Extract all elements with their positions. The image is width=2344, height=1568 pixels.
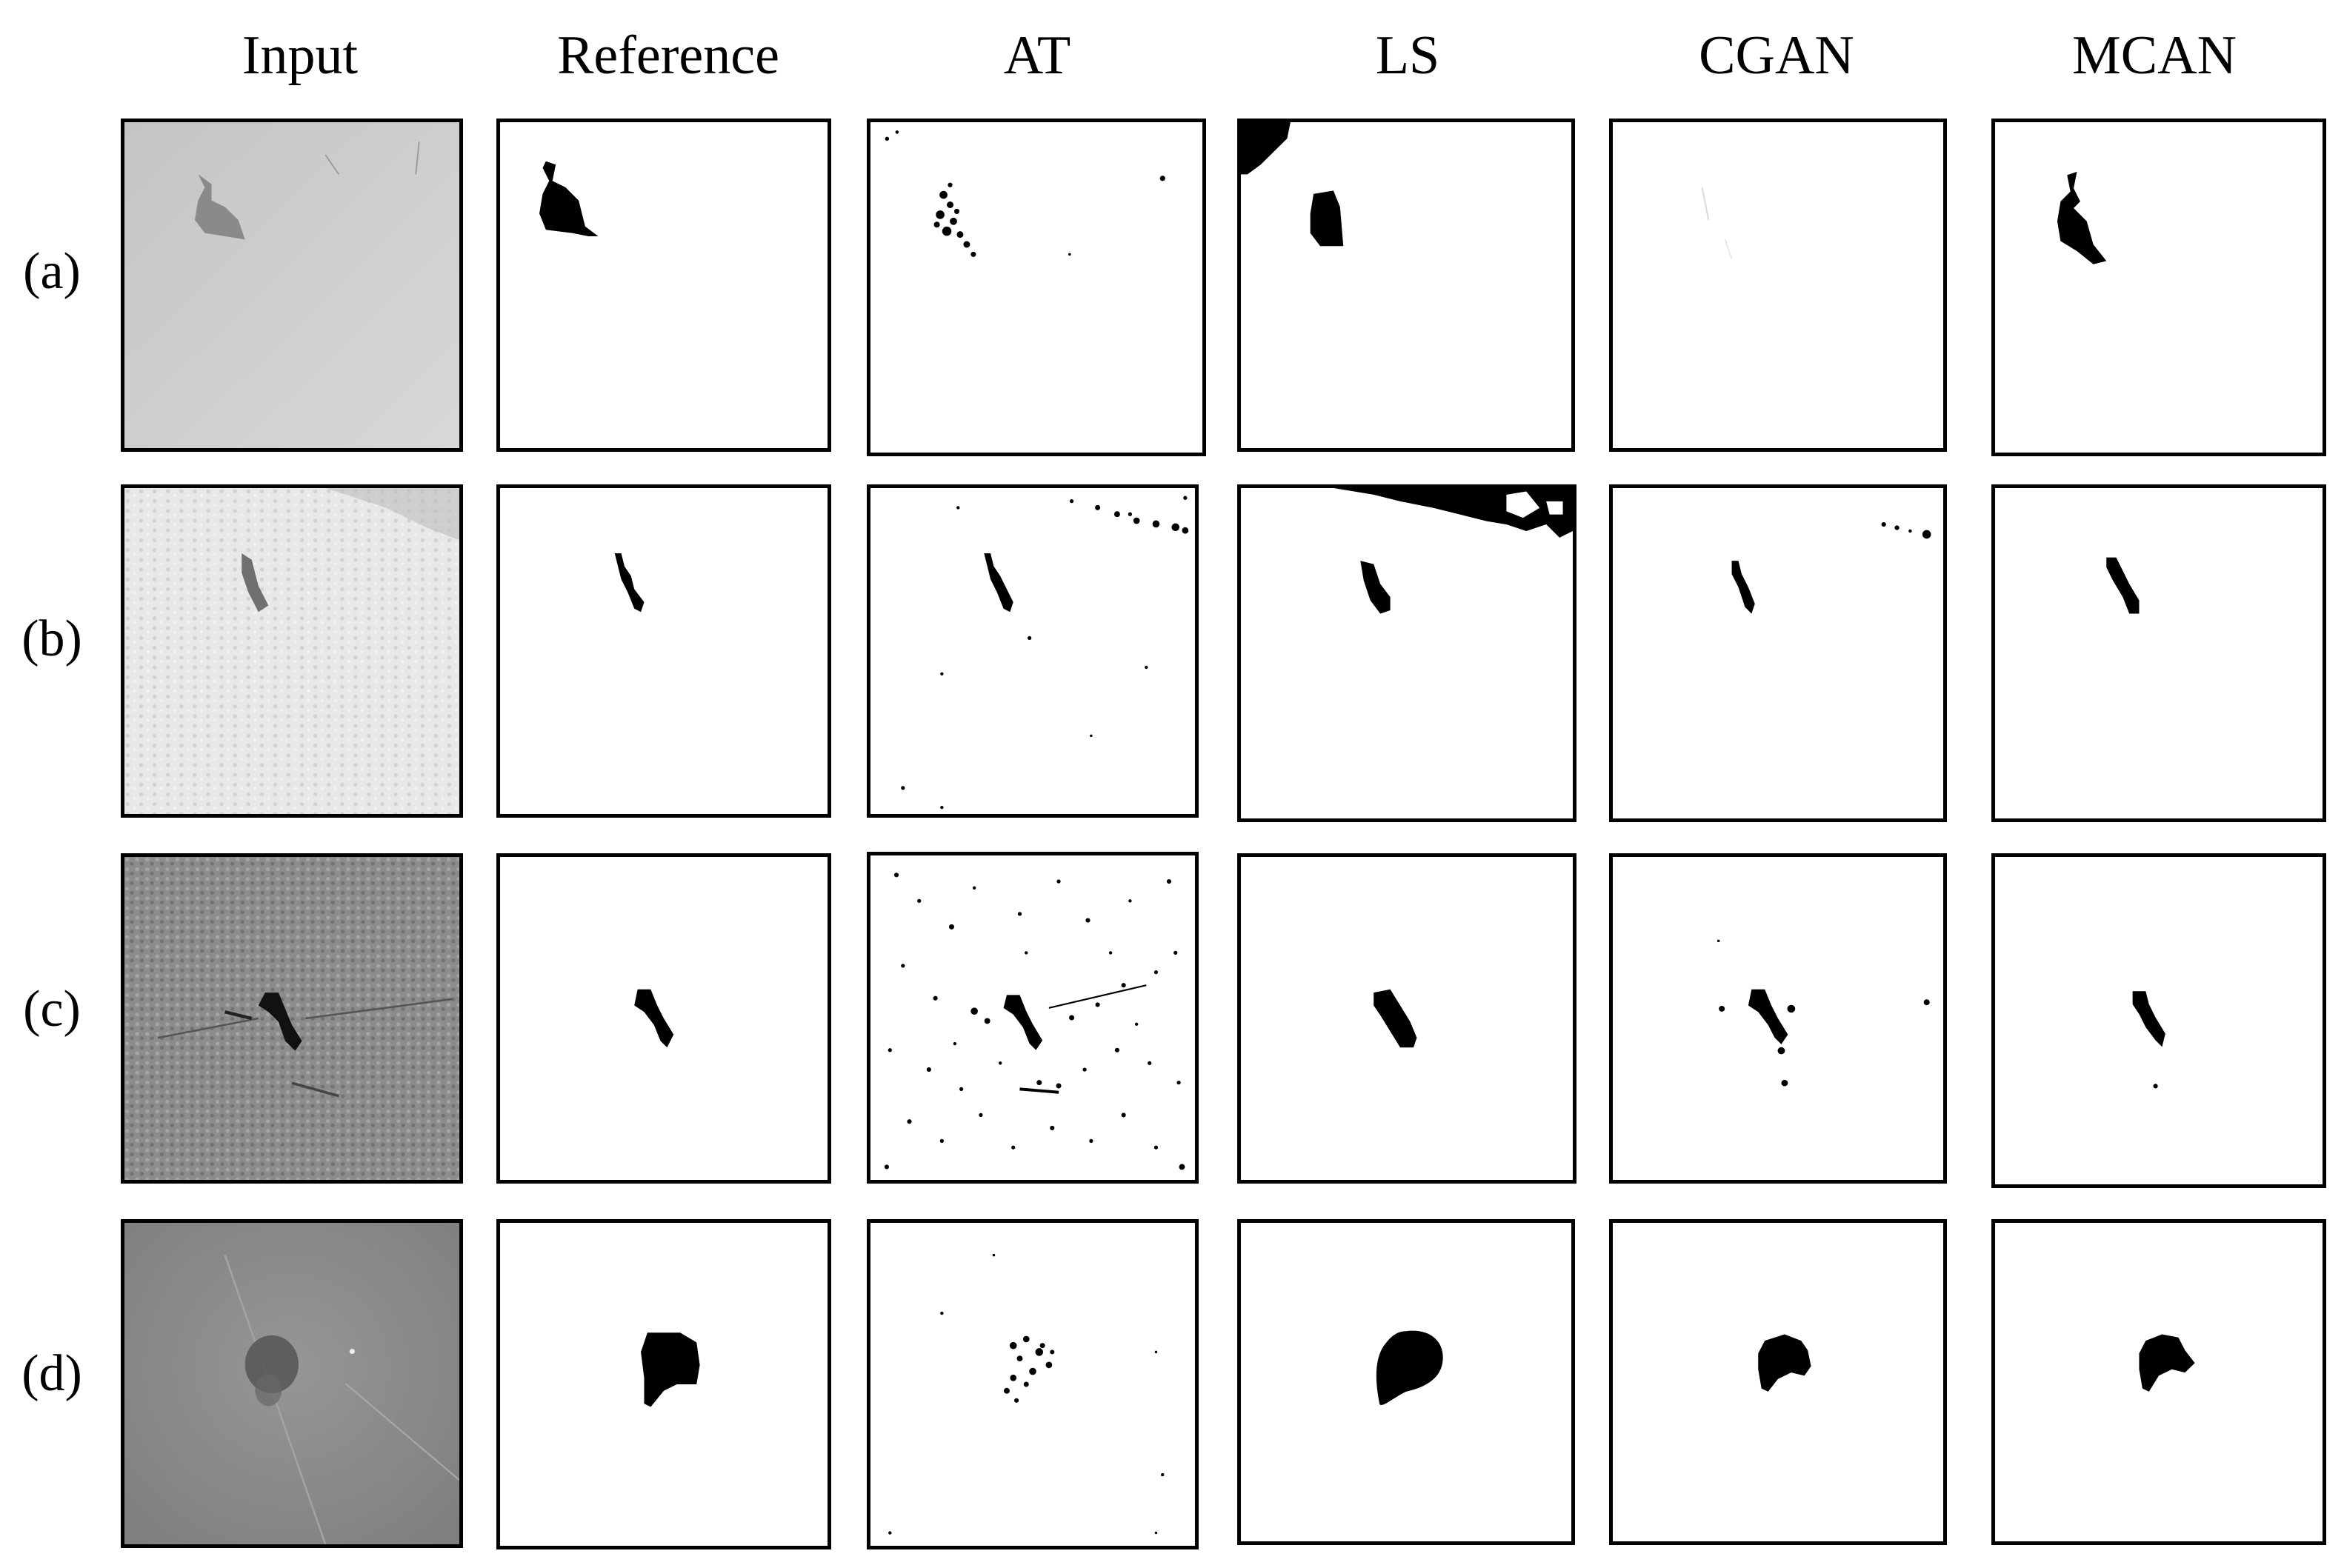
sar-image-d <box>124 1223 459 1544</box>
panel-a-reference <box>496 119 831 452</box>
mask-a-mcan <box>2057 171 2107 264</box>
sar-image-c <box>124 857 459 1180</box>
mask-a-at <box>885 130 1165 257</box>
mask-d-at <box>888 1253 1165 1535</box>
column-header-cgan: CGAN <box>1699 25 1854 86</box>
mask-b-at <box>901 496 1189 810</box>
column-header-input: Input <box>242 25 359 86</box>
mask-c-mcan <box>2132 991 2165 1089</box>
panel-d-at <box>867 1219 1199 1549</box>
panel-b-cgan <box>1609 484 1947 822</box>
panel-a-ls <box>1237 119 1575 452</box>
panel-c-mcan <box>1991 853 2326 1188</box>
row-label-c: (c) <box>23 981 81 1038</box>
column-header-at: AT <box>1003 25 1071 86</box>
column-header-ls: LS <box>1375 25 1440 86</box>
mask-b-ls <box>1334 488 1573 614</box>
panel-b-input <box>121 484 463 818</box>
panel-d-mcan <box>1991 1219 2326 1545</box>
column-header-mcan: MCAN <box>2071 25 2237 86</box>
mask-d-cgan <box>1758 1334 1811 1392</box>
panel-c-reference <box>496 853 831 1184</box>
mask-d-ls <box>1376 1330 1443 1405</box>
panel-a-cgan <box>1609 119 1947 452</box>
mask-c-ls <box>1374 989 1417 1048</box>
mask-a-ls <box>1241 122 1344 247</box>
panel-c-input <box>121 853 463 1184</box>
panel-c-ls <box>1237 853 1576 1184</box>
panel-b-reference <box>496 484 831 818</box>
panel-a-at <box>867 119 1206 456</box>
mask-c-cgan <box>1717 939 1930 1087</box>
panel-d-reference <box>496 1219 831 1549</box>
column-header-reference: Reference <box>557 25 779 86</box>
sar-image-b <box>124 488 459 814</box>
mask-b-cgan <box>1731 521 1931 614</box>
panel-d-cgan <box>1609 1219 1947 1545</box>
panel-c-cgan <box>1609 853 1947 1184</box>
panel-c-at <box>867 852 1199 1184</box>
row-label-b: (b) <box>21 610 82 667</box>
panel-b-at <box>867 484 1199 818</box>
panel-d-input <box>121 1219 463 1548</box>
sar-image-a <box>124 122 459 448</box>
mask-c-reference <box>634 989 674 1048</box>
mask-d-reference <box>641 1332 700 1407</box>
panel-b-mcan <box>1991 484 2326 822</box>
panel-a-mcan <box>1991 119 2326 456</box>
mask-c-at <box>884 873 1185 1170</box>
mask-b-mcan <box>2106 557 2140 614</box>
mask-a-cgan <box>1701 187 1733 260</box>
panel-a-input <box>121 119 463 452</box>
mask-b-reference <box>614 553 645 613</box>
mask-d-mcan <box>2139 1334 2195 1392</box>
panel-b-ls <box>1237 484 1576 822</box>
panel-d-ls <box>1237 1219 1575 1545</box>
row-label-d: (d) <box>21 1345 82 1402</box>
mask-a-reference <box>539 161 599 236</box>
row-label-a: (a) <box>23 243 81 300</box>
